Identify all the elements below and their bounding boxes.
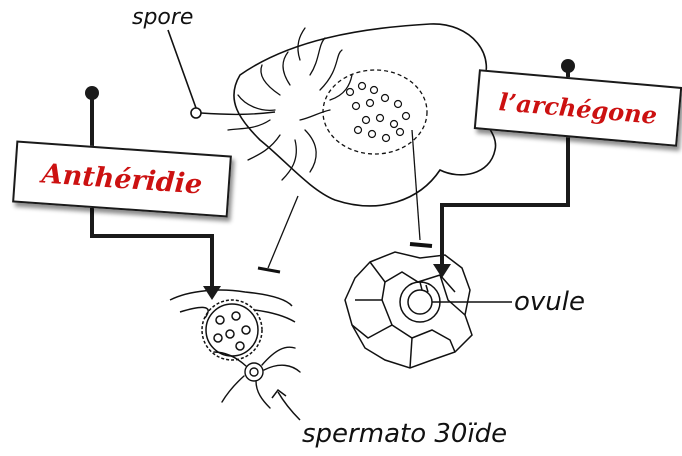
archegonia-pointer [412, 130, 420, 240]
archegonia-cells [347, 83, 410, 142]
spore-leader [168, 30, 196, 108]
prothallus-outline [234, 24, 496, 206]
spore-dot [191, 108, 201, 118]
antheridie-label: Anthéridie [41, 158, 203, 200]
archegone-leader-dot [561, 59, 575, 73]
antheridie-leader-arrowhead [203, 286, 221, 300]
archegone-label: l’archégone [498, 87, 658, 130]
spermatozoid-drawing [214, 347, 300, 408]
antheridia-pointer-tip [258, 268, 280, 272]
antheridium-drawing [170, 290, 295, 360]
spore-label: spore [132, 5, 193, 30]
archegonia-zone [323, 70, 427, 154]
antheridie-leader-dot [85, 86, 99, 100]
archegonium-drawing [345, 252, 472, 368]
antheridia-pointer [268, 196, 298, 268]
ovule-label: ovule [514, 287, 585, 317]
rhizoids [228, 28, 352, 180]
spermatozoide-label: spermato 30ïde [302, 419, 507, 449]
archegonia-pointer-tip [410, 244, 432, 246]
spermatozoid-arrow [272, 390, 300, 420]
